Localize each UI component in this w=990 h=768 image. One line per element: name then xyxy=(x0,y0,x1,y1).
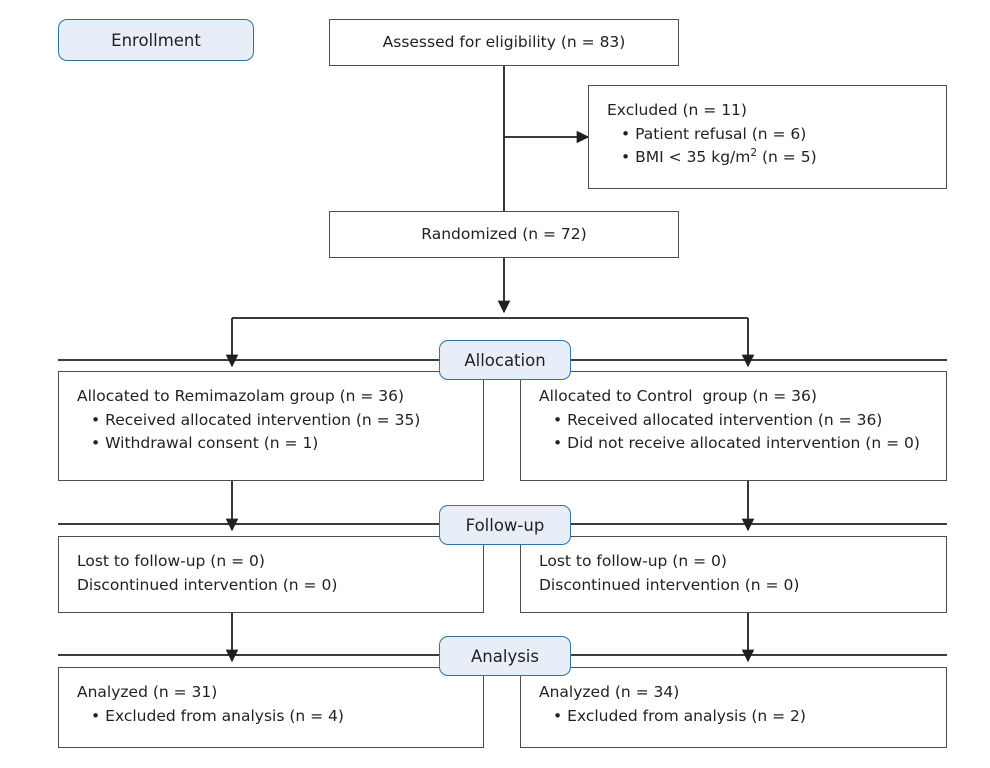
allocation-left-item-withdrawal: Withdrawal consent (n = 1) xyxy=(77,432,483,456)
box-followup-right: Lost to follow-up (n = 0) Discontinued i… xyxy=(520,536,947,613)
assessed-text: Assessed for eligibility (n = 83) xyxy=(382,32,626,51)
box-allocation-left: Allocated to Remimazolam group (n = 36) … xyxy=(58,371,484,481)
stage-label-followup-text: Follow-up xyxy=(465,515,545,535)
excluded-item-bmi: BMI < 35 kg/m2 (n = 5) xyxy=(607,146,946,170)
analysis-left-item-excluded: Excluded from analysis (n = 4) xyxy=(77,705,483,729)
analysis-right-item-excluded: Excluded from analysis (n = 2) xyxy=(539,705,946,729)
stage-label-enrollment-text: Enrollment xyxy=(111,30,201,50)
analysis-right-heading: Analyzed (n = 34) xyxy=(539,683,680,701)
stage-label-followup: Follow-up xyxy=(439,505,571,545)
stage-label-enrollment: Enrollment xyxy=(58,19,254,61)
excluded-item-bmi-tail: (n = 5) xyxy=(757,148,817,167)
allocation-left-heading: Allocated to Remimazolam group (n = 36) xyxy=(77,387,405,405)
analysis-left-heading: Analyzed (n = 31) xyxy=(77,683,218,701)
box-randomized: Randomized (n = 72) xyxy=(329,211,679,258)
allocation-left-item-received: Received allocated intervention (n = 35) xyxy=(77,409,483,433)
allocation-right-item-received: Received allocated intervention (n = 36) xyxy=(539,409,946,433)
stage-label-allocation-text: Allocation xyxy=(464,350,546,370)
followup-right-line-2: Discontinued intervention (n = 0) xyxy=(539,575,800,594)
box-assessed-for-eligibility: Assessed for eligibility (n = 83) xyxy=(329,19,679,66)
box-analysis-left: Analyzed (n = 31) Excluded from analysis… xyxy=(58,667,484,748)
stage-label-allocation: Allocation xyxy=(439,340,571,380)
excluded-item-bmi-head: BMI < 35 kg/m xyxy=(635,148,751,167)
excluded-heading: Excluded (n = 11) xyxy=(607,101,747,119)
followup-left-line-1: Lost to follow-up (n = 0) xyxy=(77,552,265,570)
box-followup-left: Lost to follow-up (n = 0) Discontinued i… xyxy=(58,536,484,613)
randomized-text: Randomized (n = 72) xyxy=(421,224,587,243)
box-analysis-right: Analyzed (n = 34) Excluded from analysis… xyxy=(520,667,947,748)
stage-label-analysis: Analysis xyxy=(439,636,571,676)
followup-left-line-2: Discontinued intervention (n = 0) xyxy=(77,575,338,594)
allocation-right-heading: Allocated to Control group (n = 36) xyxy=(539,387,817,405)
stage-label-analysis-text: Analysis xyxy=(471,646,539,666)
allocation-right-item-did-not-receive: Did not receive allocated intervention (… xyxy=(539,432,946,456)
box-excluded: Excluded (n = 11) Patient refusal (n = 6… xyxy=(588,85,947,189)
excluded-item-bmi-sup: 2 xyxy=(750,146,758,159)
excluded-item-patient-refusal: Patient refusal (n = 6) xyxy=(607,123,946,147)
followup-right-line-1: Lost to follow-up (n = 0) xyxy=(539,552,727,570)
box-allocation-right: Allocated to Control group (n = 36) Rece… xyxy=(520,371,947,481)
